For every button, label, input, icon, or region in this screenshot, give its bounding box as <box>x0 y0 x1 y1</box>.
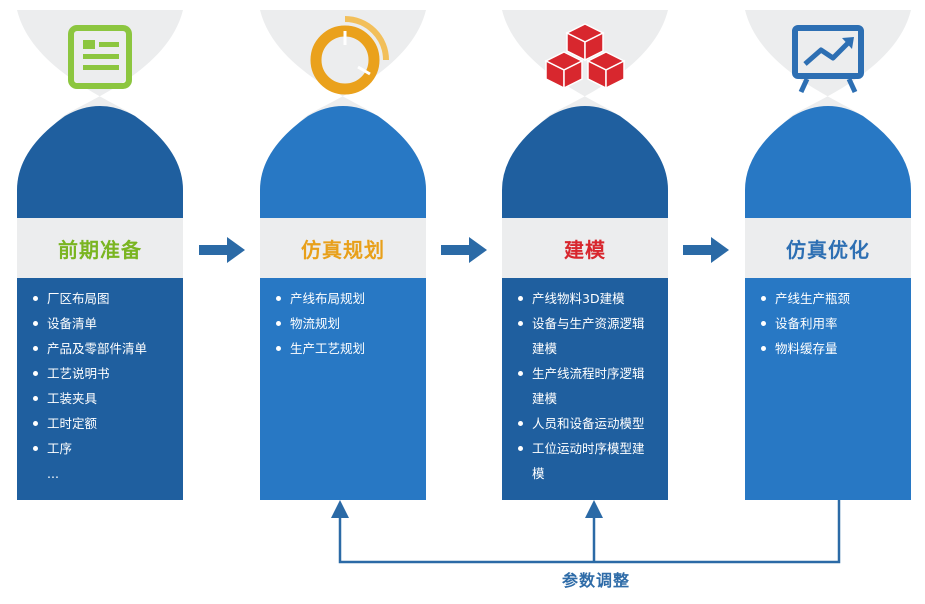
stage-column-prep: 前期准备 厂区布局图 设备清单 产品及零部件清单 工艺说明书 工装夹具 工时定额… <box>17 0 183 500</box>
hourglass-bottom-blue <box>17 106 183 220</box>
stage-title-text: 仿真规划 <box>301 237 385 262</box>
document-icon <box>68 25 132 89</box>
stage-column-planning: 仿真规划 产线布局规划 物流规划 生产工艺规划 <box>260 0 426 500</box>
list-item: 模 <box>532 466 545 481</box>
list-item: 产线布局规划 <box>274 286 416 311</box>
flow-arrow-icon <box>199 237 245 263</box>
stage-title: 建模 <box>502 218 668 278</box>
list-item: 建模 <box>532 341 558 356</box>
list-item: 设备与生产资源逻辑 <box>516 311 658 336</box>
list-item: 工序 <box>31 436 173 461</box>
pie-ring-chart-icon <box>310 16 389 95</box>
stage-title-text: 前期准备 <box>58 237 142 262</box>
list-item: 工时定额 <box>31 411 173 436</box>
stage-items-panel: 产线物料3D建模 设备与生产资源逻辑 建模 生产线流程时序逻辑 建模 人员和设备… <box>502 278 668 500</box>
stage-items-list: 产线生产瓶颈 设备利用率 物料缓存量 <box>759 286 901 361</box>
stage-items-panel: 产线生产瓶颈 设备利用率 物料缓存量 <box>745 278 911 500</box>
flow-arrow-icon <box>683 237 729 263</box>
stage-items-list: 厂区布局图 设备清单 产品及零部件清单 工艺说明书 工装夹具 工时定额 工序 .… <box>31 286 173 486</box>
hourglass-bottom-blue <box>260 106 426 220</box>
list-item: 生产线流程时序逻辑 <box>516 361 658 386</box>
list-item: 生产工艺规划 <box>274 336 416 361</box>
list-item: 工艺说明书 <box>31 361 173 386</box>
list-item: 设备清单 <box>31 311 173 336</box>
stage-items-panel: 厂区布局图 设备清单 产品及零部件清单 工艺说明书 工装夹具 工时定额 工序 .… <box>17 278 183 500</box>
hourglass-bottom-blue <box>502 106 668 220</box>
stage-items-panel: 产线布局规划 物流规划 生产工艺规划 <box>260 278 426 500</box>
stage-title: 仿真优化 <box>745 218 911 278</box>
hourglass-shape <box>502 10 668 220</box>
stage-items-list: 产线物料3D建模 设备与生产资源逻辑 建模 生产线流程时序逻辑 建模 人员和设备… <box>516 286 658 486</box>
hourglass-bottom-blue <box>745 106 911 220</box>
feedback-line <box>338 500 841 564</box>
hourglass-shape <box>17 10 183 220</box>
list-item: ... <box>47 466 59 481</box>
flow-arrow-icon <box>441 237 487 263</box>
stacked-cubes-icon <box>544 23 626 90</box>
list-item: 产线生产瓶颈 <box>759 286 901 311</box>
list-item: 厂区布局图 <box>31 286 173 311</box>
stage-title-text: 建模 <box>564 237 606 262</box>
feedback-label: 参数调整 <box>561 571 630 590</box>
stage-title: 仿真规划 <box>260 218 426 278</box>
stage-title: 前期准备 <box>17 218 183 278</box>
feedback-arrowhead-icon <box>331 500 349 518</box>
hourglass-shape <box>260 10 426 220</box>
trend-chart-board-icon <box>792 25 864 94</box>
list-item: 人员和设备运动模型 <box>516 411 658 436</box>
stage-column-modeling: 建模 产线物料3D建模 设备与生产资源逻辑 建模 生产线流程时序逻辑 建模 人员… <box>502 0 668 500</box>
list-item: 工装夹具 <box>31 386 173 411</box>
list-item: 产品及零部件清单 <box>31 336 173 361</box>
stage-column-optimization: 仿真优化 产线生产瓶颈 设备利用率 物料缓存量 <box>745 0 911 500</box>
list-item: 工位运动时序模型建 <box>516 436 658 461</box>
stage-title-text: 仿真优化 <box>786 237 870 262</box>
list-item: 物流规划 <box>274 311 416 336</box>
feedback-arrowhead-icon <box>585 500 603 518</box>
list-item: 设备利用率 <box>759 311 901 336</box>
list-item: 物料缓存量 <box>759 336 901 361</box>
stage-items-list: 产线布局规划 物流规划 生产工艺规划 <box>274 286 416 361</box>
list-item: 建模 <box>532 391 558 406</box>
hourglass-shape <box>745 10 911 220</box>
list-item: 产线物料3D建模 <box>516 286 658 311</box>
